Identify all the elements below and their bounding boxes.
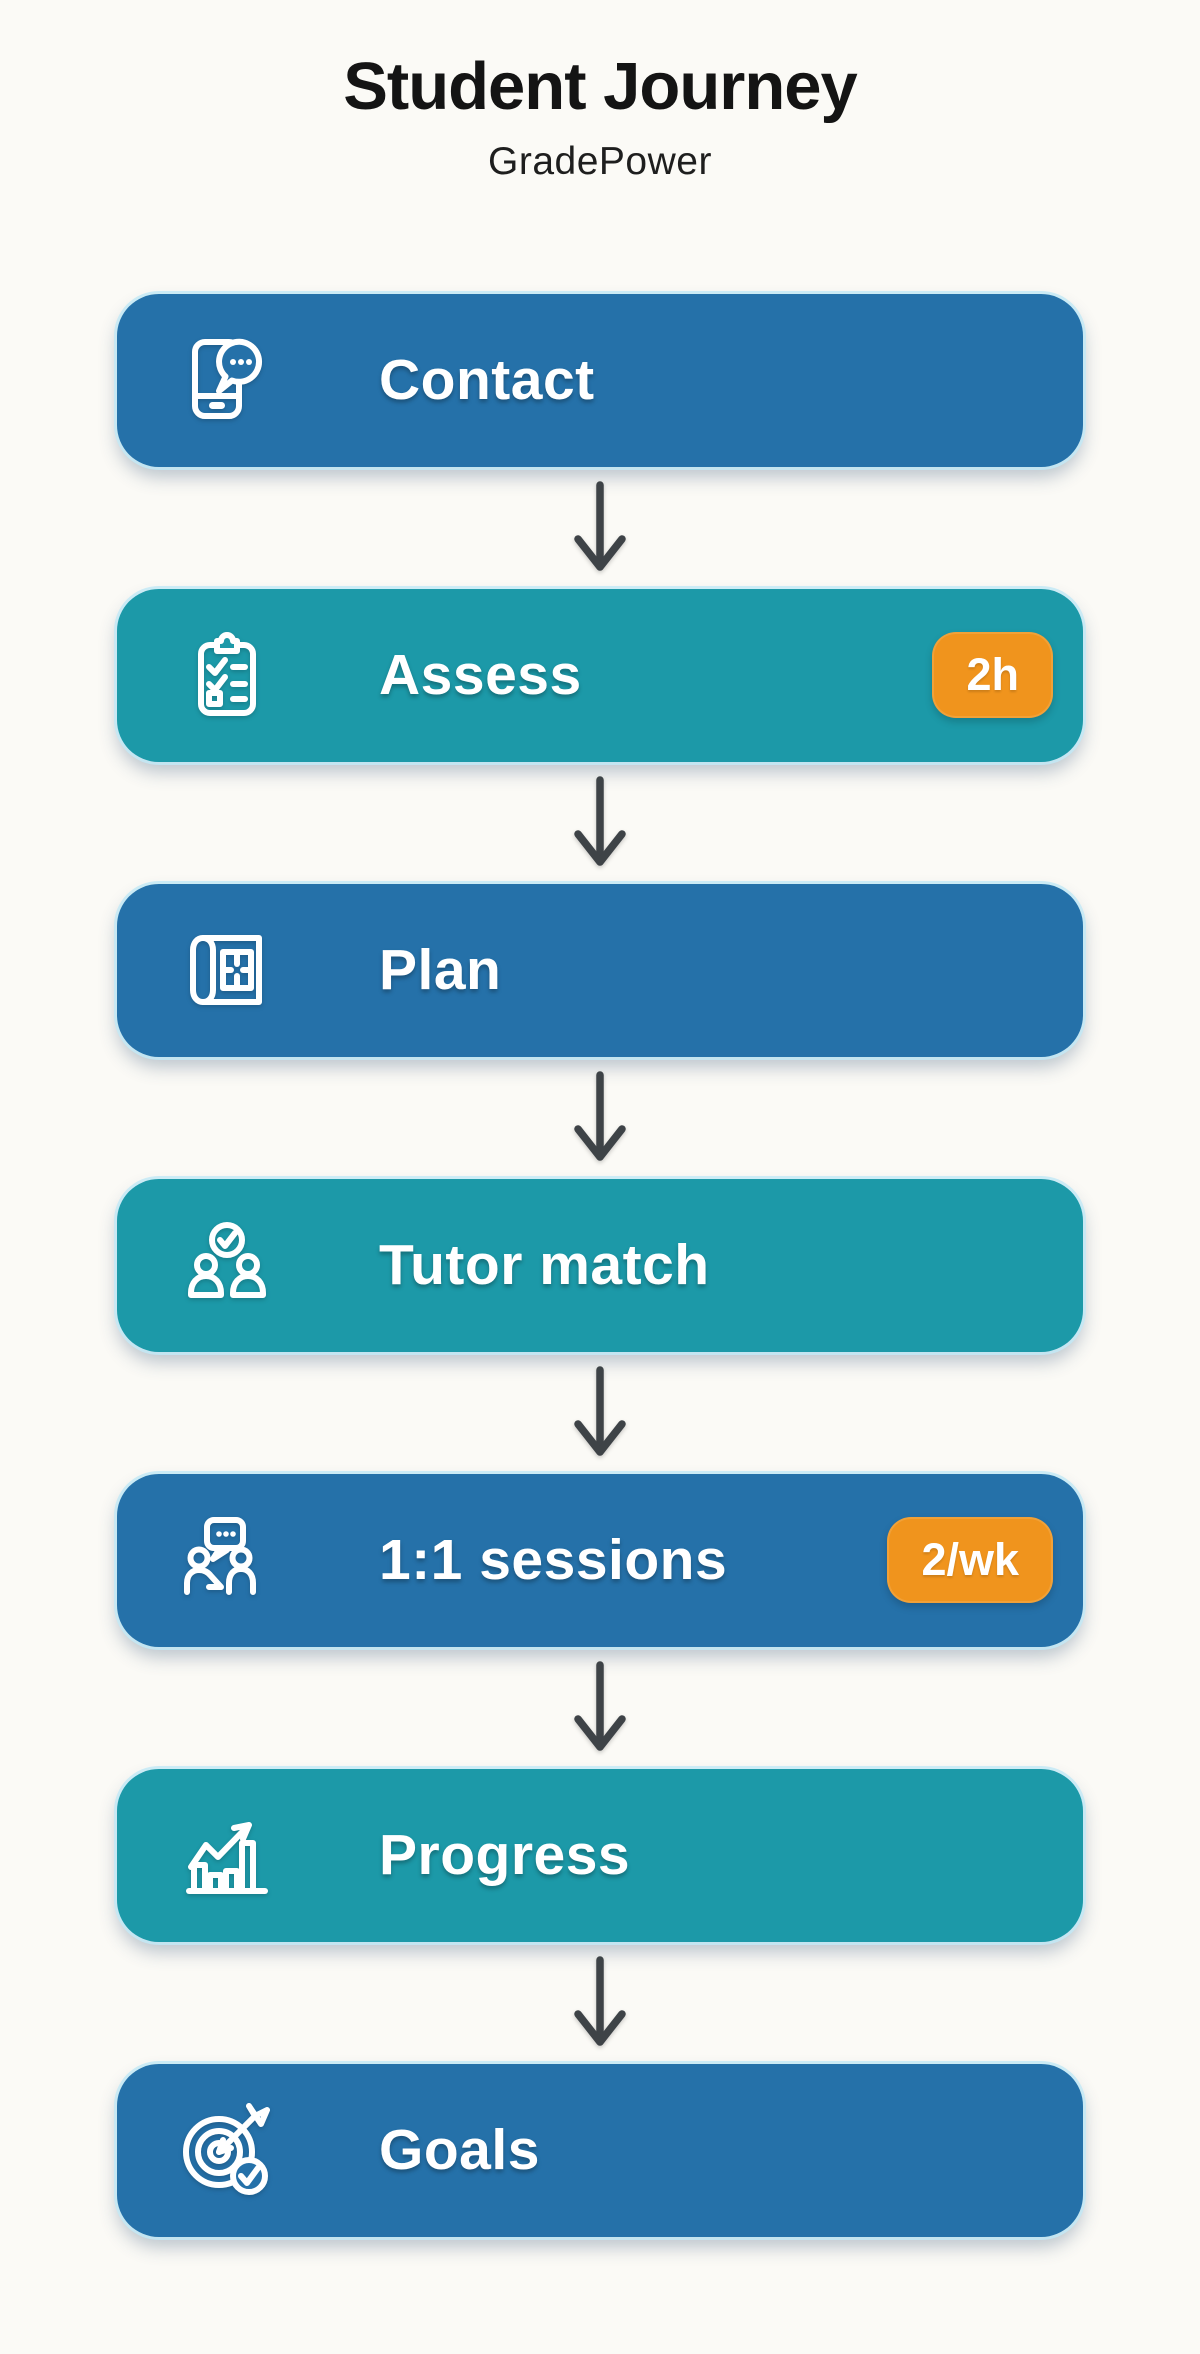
step-label: Contact (379, 348, 595, 413)
step-label: Goals (379, 2118, 540, 2183)
connector-gap (117, 1352, 1083, 1474)
connector-gap (117, 1942, 1083, 2064)
page-subtitle: GradePower (488, 139, 712, 183)
journey-flow: Contact Assess 2h (117, 293, 1083, 2237)
step-label: Tutor match (379, 1233, 710, 1298)
step-card-tutor-match: Tutor match (117, 1178, 1083, 1352)
connector-gap (117, 762, 1083, 884)
growth-chart-icon (186, 1822, 268, 1895)
down-arrow-icon (574, 775, 626, 866)
down-arrow-icon (574, 480, 626, 571)
step-label: Progress (379, 1823, 631, 1888)
down-arrow-icon (574, 1955, 626, 2046)
step-card-contact: Contact (117, 293, 1083, 467)
duration-badge: 2h (932, 632, 1053, 719)
step-label: Assess (379, 643, 582, 708)
step-card-goals: Goals (117, 2063, 1083, 2237)
clipboard-checklist-icon (198, 632, 256, 717)
down-arrow-icon (574, 1070, 626, 1161)
step-card-sessions: 1:1 sessions 2/wk (117, 1473, 1083, 1647)
step-label: 1:1 sessions (379, 1528, 728, 1593)
connector-gap (117, 1647, 1083, 1769)
page-title: Student Journey (343, 49, 858, 124)
connector-gap (117, 467, 1083, 589)
frequency-badge: 2/wk (887, 1517, 1053, 1604)
people-check-icon (188, 1222, 266, 1299)
phone-chat-icon (192, 338, 262, 420)
chat-people-icon (184, 1517, 256, 1596)
target-check-icon (183, 2103, 270, 2196)
down-arrow-icon (574, 1660, 626, 1751)
step-label: Plan (379, 938, 502, 1003)
connector-gap (117, 1057, 1083, 1179)
step-card-progress: Progress (117, 1768, 1083, 1942)
step-card-assess: Assess 2h (117, 588, 1083, 762)
blueprint-icon (190, 935, 262, 1006)
down-arrow-icon (574, 1365, 626, 1456)
step-card-plan: Plan (117, 883, 1083, 1057)
